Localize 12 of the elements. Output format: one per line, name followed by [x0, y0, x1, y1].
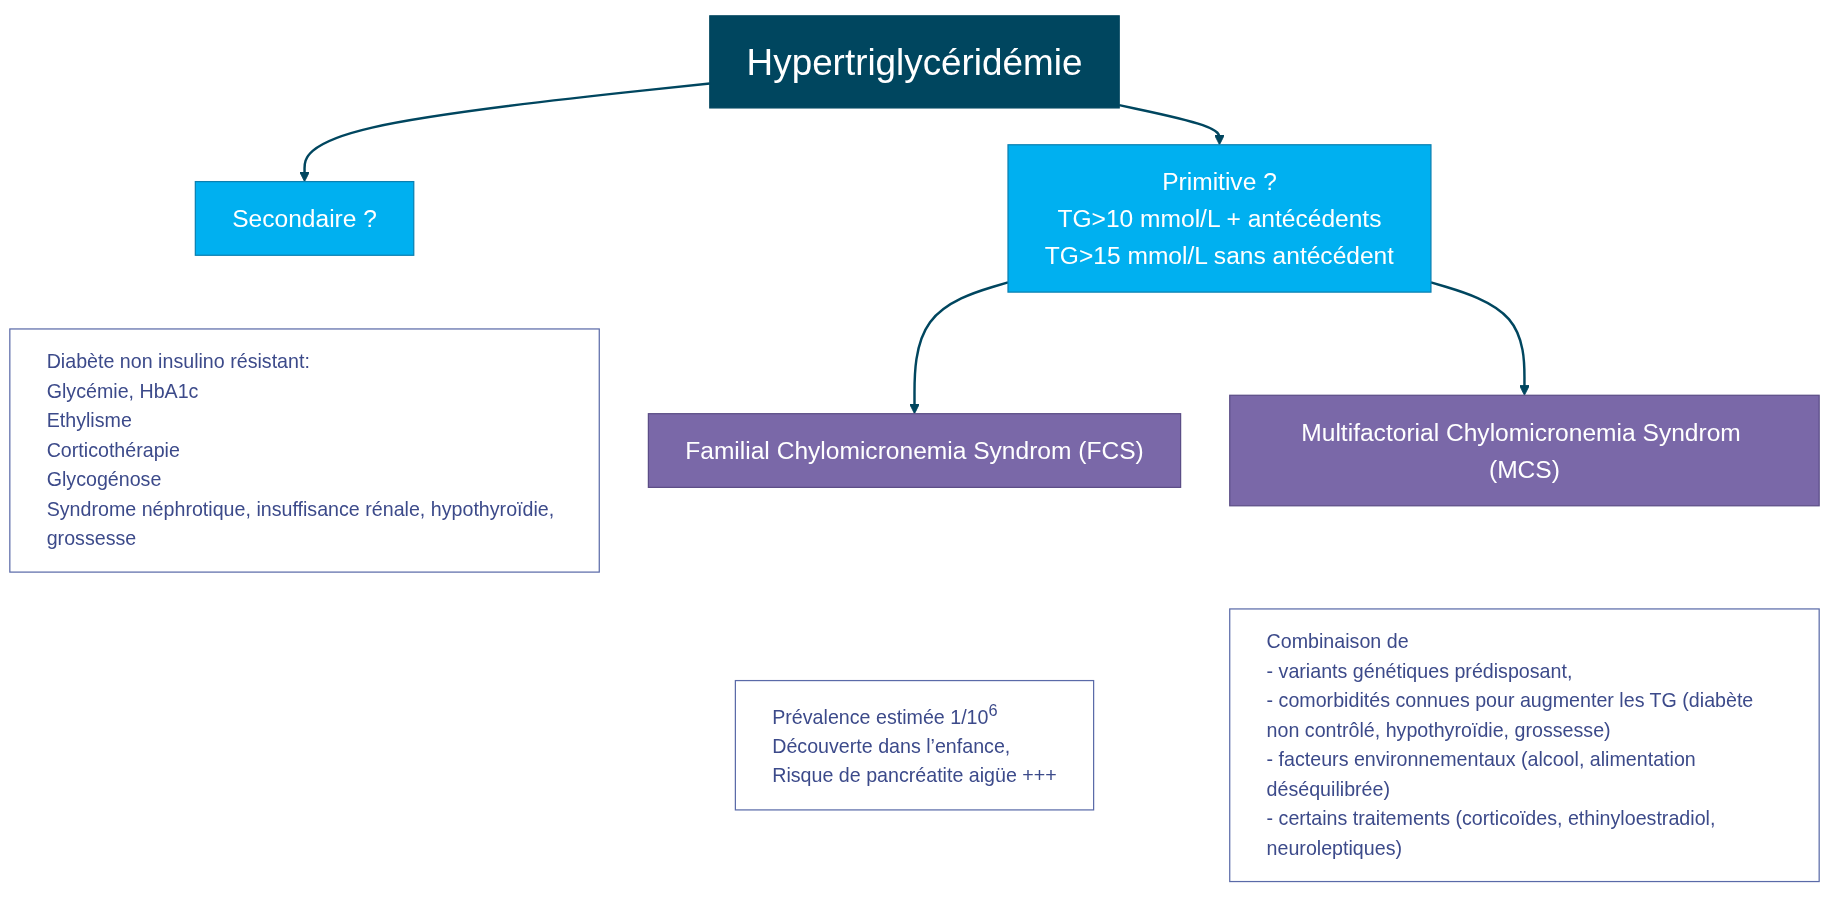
- arrow: [909, 280, 1009, 414]
- node-box: Secondaire ?: [194, 180, 415, 256]
- node-box: Diabète non insulino résistant: Glycémie, HbA1c Ethylisme Corticothérapie Glycogénose Syndrome néphrotique, insuffisance rénale, hypothyroïdie, grossesse: [9, 328, 600, 573]
- arrow: [1118, 103, 1225, 146]
- node-box: Combinaison de - variants génétiques prédisposant, - comorbidités connues pour augmenter les TG (diabète non contrôlé, hypothyroïdie, grossesse) - facteurs environnementaux (alcool, alimentation déséquilibrée) - certains traitements (corticoïdes, ethinyloestradiol, neuroleptiques): [1229, 608, 1820, 882]
- node-box: Familial Chylomicronemia Syndrom (FCS): [647, 412, 1182, 488]
- node-box: Primitive ? TG>10 mmol/L + antécédents TG>15 mmol/L sans antécédent: [1007, 143, 1432, 293]
- node-box: Hypertriglycéridémie: [709, 15, 1120, 109]
- node-box: Prévalence estimée 1/10$^{6}$ Découverte dans l’enfance, Risque de pancréatite aigüe +++: [734, 679, 1095, 811]
- node-box: Multifactorial Chylomicronemia Syndrom (MCS): [1229, 394, 1820, 507]
- arrow: [299, 82, 710, 182]
- arrow: [1430, 280, 1530, 396]
